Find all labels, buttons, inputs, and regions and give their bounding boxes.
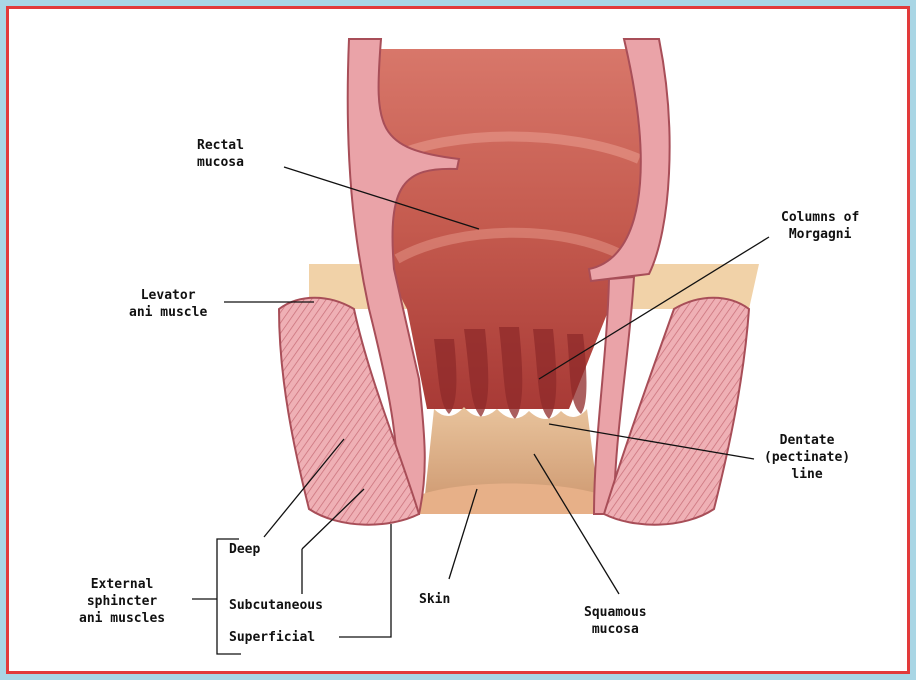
anal-canal-illustration (9, 9, 910, 674)
label-superficial: Superficial (229, 629, 315, 646)
diagram-frame: Rectal mucosa Columns of Morgagni Levato… (6, 6, 910, 674)
label-columns-of-morgagni: Columns of Morgagni (781, 209, 859, 243)
label-rectal-mucosa: Rectal mucosa (197, 137, 244, 171)
label-dentate-line: Dentate (pectinate) line (764, 432, 850, 483)
label-skin: Skin (419, 591, 450, 608)
label-squamous-mucosa: Squamous mucosa (584, 604, 647, 638)
label-deep: Deep (229, 541, 260, 558)
label-external-sphincter: External sphincter ani muscles (79, 576, 165, 627)
label-levator-ani-muscle: Levator ani muscle (129, 287, 207, 321)
label-subcutaneous: Subcutaneous (229, 597, 323, 614)
